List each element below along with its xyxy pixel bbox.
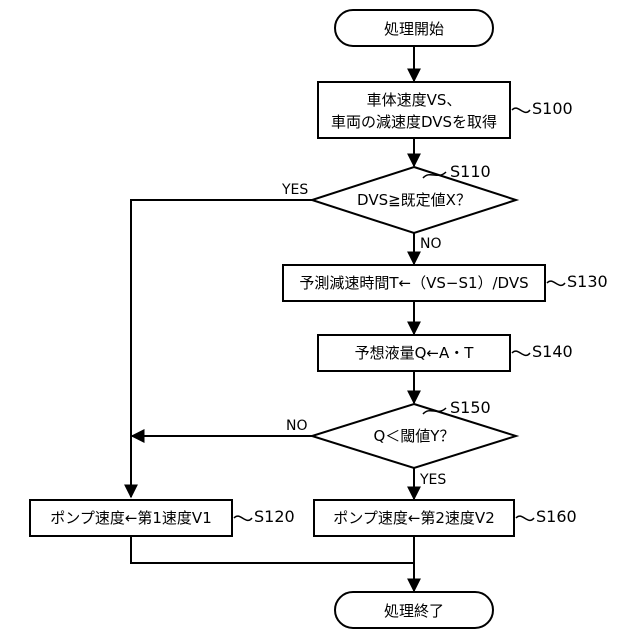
decision-s110-label: DVS≧既定値X？ [357, 191, 471, 209]
step-label-s110: S110 [450, 162, 491, 181]
process-s100-line2: 車両の減速度DVSを取得 [331, 113, 497, 131]
branch-s110-yes: YES [281, 182, 308, 198]
process-s160: ポンプ速度←第2速度V2 [314, 500, 514, 536]
process-s130: 予測減速時間T←（VS−S1）/DVS [283, 265, 545, 301]
step-tick-s160 [516, 516, 534, 520]
step-tick-s100 [512, 108, 530, 112]
process-s120: ポンプ速度←第1速度V1 [30, 500, 232, 536]
decision-s150-label: Q＜閾値Y？ [374, 427, 455, 445]
step-label-s120: S120 [254, 507, 295, 526]
edge-s120-merge [131, 536, 414, 563]
process-s160-label: ポンプ速度←第2速度V2 [333, 509, 494, 527]
process-s140: 予想液量Q←A・T [318, 335, 510, 371]
start-terminal: 処理開始 [335, 10, 493, 46]
end-label: 処理終了 [384, 602, 444, 620]
step-tick-s120 [234, 516, 252, 520]
process-s130-label: 予測減速時間T←（VS−S1）/DVS [299, 274, 528, 292]
start-label: 処理開始 [384, 20, 444, 38]
process-s140-label: 予想液量Q←A・T [355, 344, 475, 362]
process-s100-line1: 車体速度VS、 [367, 91, 462, 109]
step-label-s160: S160 [536, 507, 577, 526]
branch-s150-no: NO [286, 418, 308, 434]
edge-s110-yes [131, 200, 312, 497]
step-tick-s140 [512, 351, 530, 355]
step-label-s150: S150 [450, 398, 491, 417]
process-s100: 車体速度VS、 車両の減速度DVSを取得 [318, 82, 510, 138]
process-s120-label: ポンプ速度←第1速度V1 [50, 509, 211, 527]
step-label-s140: S140 [532, 342, 573, 361]
step-label-s130: S130 [567, 272, 608, 291]
branch-s110-no: NO [420, 236, 442, 252]
branch-s150-yes: YES [419, 472, 446, 488]
end-terminal: 処理終了 [335, 592, 493, 628]
step-tick-s130 [547, 281, 565, 285]
step-label-s100: S100 [532, 99, 573, 118]
